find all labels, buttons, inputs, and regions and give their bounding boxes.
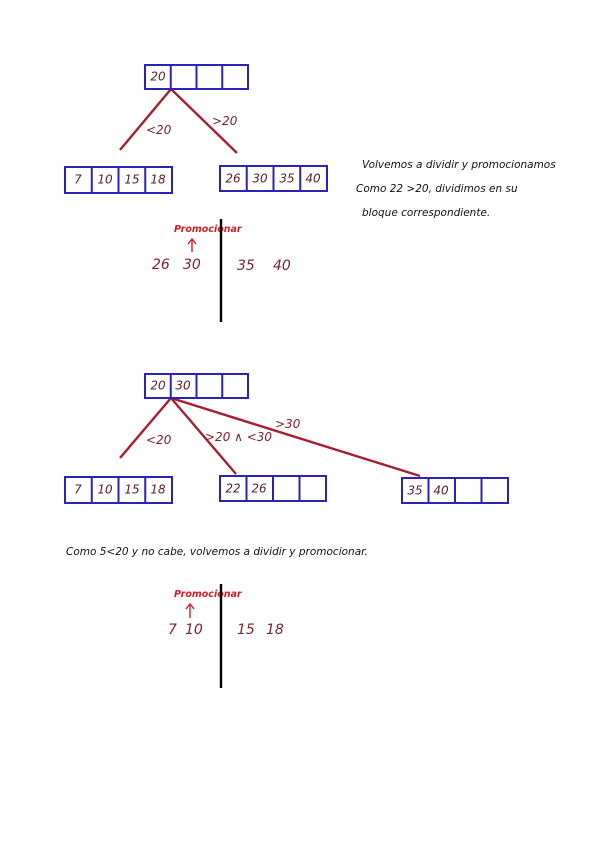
step1-right-leaf-key-1: 26 [225, 172, 241, 186]
step-1-split: Promocionar 26 30 35 40 [152, 219, 291, 322]
step2-leaf-3-key-1: 35 [407, 484, 422, 498]
step2-edge-2 [170, 397, 237, 475]
step2-root-key-1: 20 [150, 379, 166, 393]
step1-root-key-1: 20 [150, 70, 166, 84]
step2-leaf-1-key-1: 7 [74, 483, 82, 497]
step2-leaf-2-key-2: 26 [251, 482, 267, 496]
step1-left-leaf-key-1: 7 [74, 173, 82, 187]
step2-leaf-2-key-1: 22 [225, 482, 240, 496]
step2-promote-label: Promocionar [174, 589, 243, 600]
step1-note-line-2: Como 22 >20, dividimos en su [356, 183, 518, 195]
step1-note-line-1: Volvemos a dividir y promocionamos [362, 159, 556, 171]
step2-split-left-value-2: 10 [185, 622, 203, 638]
step1-split-right-value-2: 40 [273, 258, 291, 274]
step1-right-leaf-key-2: 30 [252, 172, 268, 186]
step2-split-left-value-1: 7 [168, 622, 177, 638]
step1-edge-right [170, 88, 238, 154]
step2-leaf-3-key-2: 40 [433, 484, 449, 498]
step1-promote-label: Promocionar [174, 224, 243, 235]
step2-leaf-1-node: 7 10 15 18 [64, 476, 173, 504]
step2-root-node: 20 30 [144, 373, 249, 399]
step2-split-right-value-1: 15 [237, 622, 255, 638]
step1-left-leaf-key-3: 15 [124, 173, 139, 187]
step-2-tree: <20 >20 ∧ <30 >30 20 30 7 10 15 18 [64, 373, 509, 504]
step2-edge-3-label: >30 [275, 417, 301, 431]
step1-right-leaf-node: 26 30 35 40 [219, 165, 328, 192]
step2-edge-1 [119, 397, 172, 459]
step2-promote-arrowhead [185, 602, 195, 610]
step2-root-key-2: 30 [175, 379, 191, 393]
step1-note-line-3: bloque correspondiente. [362, 207, 490, 219]
step1-promote-arrowhead [187, 237, 197, 245]
step1-split-left-value-1: 26 [152, 257, 170, 273]
step2-leaf-1-key-4: 18 [150, 483, 166, 497]
step1-split-right-value-1: 35 [237, 258, 255, 274]
step-1-note: Volvemos a dividir y promocionamos Como … [356, 159, 556, 219]
step1-left-leaf-key-2: 10 [97, 173, 113, 187]
step1-right-leaf-key-3: 35 [279, 172, 294, 186]
step2-leaf-1-key-2: 10 [97, 483, 113, 497]
step1-right-leaf-key-4: 40 [305, 172, 321, 186]
step2-leaf-1-key-3: 15 [124, 483, 139, 497]
step2-edge-1-label: <20 [146, 433, 172, 447]
step1-edge-right-label: >20 [212, 114, 238, 128]
step2-leaf-3-node: 35 40 [401, 477, 509, 504]
step2-leaf-2-node: 22 26 [219, 475, 327, 502]
step2-note: Como 5<20 y no cabe, volvemos a dividir … [66, 546, 368, 558]
step-2-split: Promocionar 7 10 15 18 [168, 584, 284, 688]
step1-root-node: 20 [144, 64, 249, 90]
step2-edge-3 [170, 396, 421, 478]
step1-edge-left-label: <20 [146, 123, 172, 137]
step1-left-leaf-key-4: 18 [150, 173, 166, 187]
step1-left-leaf-node: 7 10 15 18 [64, 166, 173, 194]
step2-split-right-value-2: 18 [266, 622, 284, 638]
step-1-tree: <20 >20 20 7 10 15 18 26 30 [64, 64, 328, 194]
step1-split-left-value-2: 30 [183, 257, 201, 273]
step1-edge-left [119, 88, 172, 151]
step2-edge-2-label: >20 ∧ <30 [205, 430, 272, 444]
